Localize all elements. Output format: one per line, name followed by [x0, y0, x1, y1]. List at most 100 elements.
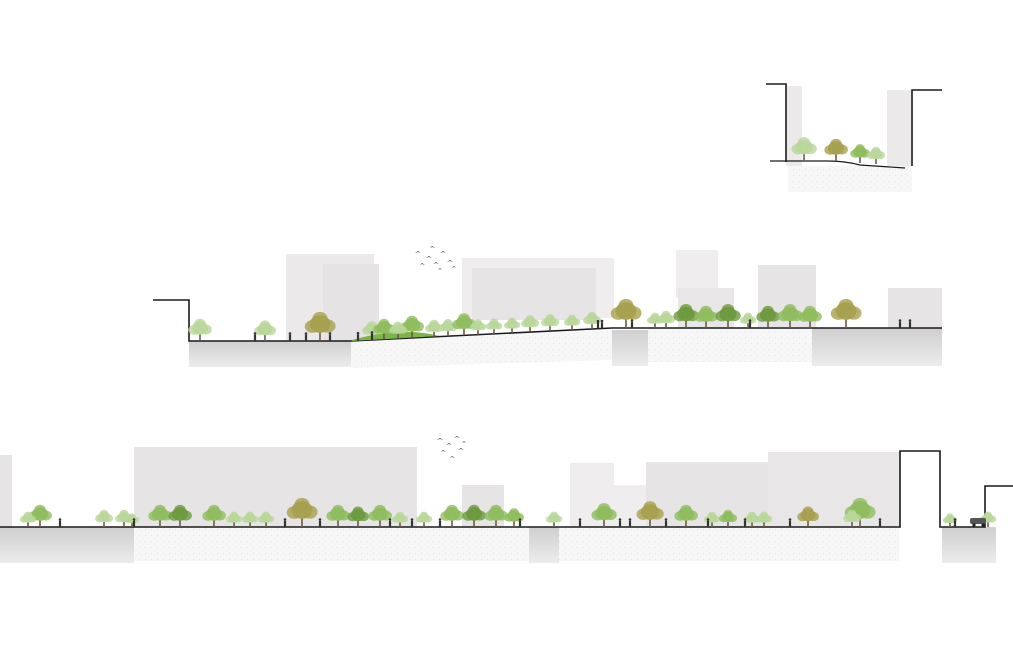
tree-icon: [979, 511, 997, 527]
lower-section-ground-line: [0, 450, 1013, 528]
tree-icon: [400, 315, 424, 338]
tree-icon: [756, 305, 780, 328]
basement-volume: [189, 341, 351, 367]
bird-flock-icon: [437, 436, 466, 458]
tree-icon: [791, 137, 817, 161]
person-figure-icon: [328, 332, 332, 341]
person-figure-icon: [596, 319, 600, 329]
courtyard-wall-right: [911, 89, 942, 166]
person-figure-icon: [132, 518, 136, 527]
tree-icon: [485, 318, 503, 334]
person-figure-icon: [898, 319, 902, 328]
tree-icon: [241, 511, 259, 527]
tree-icon: [19, 511, 37, 527]
basement-volume: [0, 527, 134, 563]
tree-icon: [391, 511, 409, 527]
lower-tree-group: [19, 497, 997, 527]
courtyard-tree-group: [791, 137, 886, 164]
tree-icon: [541, 313, 560, 332]
tree-icon: [867, 146, 886, 164]
person-figure-icon: [878, 518, 882, 527]
tree-icon: [462, 504, 486, 527]
person-figure-icon: [908, 319, 912, 328]
tree-icon: [257, 511, 275, 527]
tree-icon: [694, 305, 718, 328]
tree-icon: [674, 504, 698, 527]
person-figure-icon: [630, 319, 634, 328]
tree-icon: [719, 509, 738, 527]
tree-icon: [440, 504, 464, 527]
lower-street-section: [0, 436, 1013, 563]
tree-icon: [843, 509, 862, 527]
basement-volume: [812, 328, 942, 366]
tree-icon: [504, 508, 525, 527]
building-block: [768, 452, 900, 527]
basement-volume: [529, 527, 559, 563]
person-figure-icon: [318, 518, 322, 527]
bird-flock-icon: [415, 246, 456, 270]
basement-volume: [612, 330, 648, 366]
person-figure-icon: [600, 319, 604, 329]
courtyard-wall-left: [766, 83, 787, 162]
tree-icon: [739, 312, 757, 328]
soil-fill: [351, 330, 612, 368]
tree-icon: [148, 504, 172, 527]
tree-icon: [439, 319, 458, 337]
person-figure-icon: [304, 332, 308, 341]
tree-icon: [755, 511, 773, 527]
car-icon: [970, 518, 986, 527]
tree-icon: [610, 298, 642, 328]
tree-icon: [591, 503, 617, 527]
background-buildings: [286, 250, 942, 344]
tree-icon: [188, 318, 212, 341]
building-block: [472, 268, 596, 320]
person-figure-icon: [748, 319, 752, 328]
person-figure-icon: [628, 518, 632, 527]
small-courtyard-section: [766, 83, 942, 192]
person-figure-icon: [618, 518, 622, 527]
tree-icon: [636, 501, 664, 527]
tree-icon: [503, 317, 521, 333]
underground-volumes: [189, 328, 942, 368]
tree-icon: [715, 304, 741, 328]
middle-section-ground-line: [153, 299, 942, 342]
person-figure-icon: [283, 518, 287, 527]
tree-icon: [304, 311, 336, 341]
tree-icon: [545, 511, 563, 527]
person-figure-icon: [706, 518, 710, 527]
person-figure-icon: [388, 518, 392, 527]
courtyard-buildings: [786, 86, 911, 166]
tree-icon: [830, 298, 862, 328]
courtyard-ground: [788, 166, 912, 192]
tree-icon: [646, 312, 664, 328]
tree-icon: [850, 144, 871, 163]
tree-icon: [326, 504, 350, 527]
building-block: [887, 90, 911, 166]
soil-fill: [134, 527, 529, 561]
tree-icon: [286, 497, 318, 527]
tree-icon: [225, 511, 243, 527]
tree-icon: [368, 504, 392, 527]
soil-fill: [559, 527, 899, 561]
person-figure-icon: [356, 331, 360, 341]
tree-icon: [415, 511, 433, 527]
person-figure-icon: [288, 332, 292, 341]
building-block: [0, 455, 12, 527]
tree-icon: [521, 314, 540, 333]
middle-people-group: [253, 319, 912, 341]
courtyard-ground-line: [770, 160, 906, 169]
lawn-mound: [352, 331, 440, 341]
person-figure-icon: [253, 332, 257, 341]
tree-icon: [168, 504, 192, 527]
tree-icon: [777, 304, 803, 328]
tree-icon: [657, 310, 676, 328]
person-figure-icon: [578, 518, 582, 527]
lower-people-group: [58, 518, 957, 527]
middle-park-section: [153, 246, 942, 368]
person-figure-icon: [743, 518, 747, 527]
tree-icon: [824, 138, 848, 161]
tree-icon: [469, 319, 487, 335]
soil-fill: [648, 328, 812, 362]
person-figure-icon: [410, 518, 414, 527]
